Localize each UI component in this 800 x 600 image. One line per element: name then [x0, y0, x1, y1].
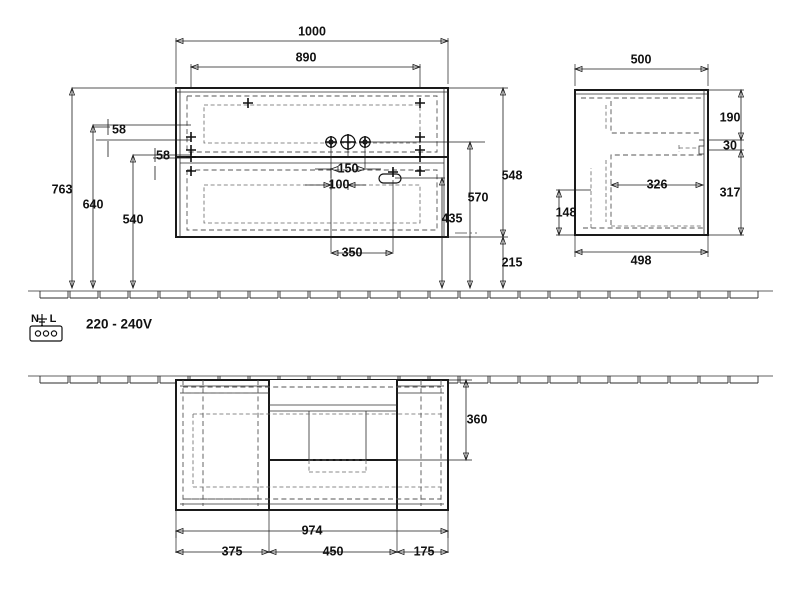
dim-plan-right-175: 175 [414, 544, 435, 558]
front-plumbing-symbols [325, 134, 402, 184]
dim-right-435: 435 [442, 211, 463, 225]
side-elevation-group: 500 498 190 30 317 326 [556, 52, 745, 267]
side-right-dimensions: 190 30 317 [708, 88, 745, 237]
socket-body [29, 325, 63, 342]
dim-inner-offset-326: 326 [647, 177, 668, 191]
side-foot-dimension: 148 [556, 188, 591, 237]
front-top-dimensions: 1000 890 [174, 24, 450, 88]
dim-height-540: 540 [123, 212, 144, 226]
dim-foot-offset-148: 148 [556, 205, 577, 219]
plan-outer-boundary [175, 380, 449, 511]
plan-basin-recess [268, 380, 398, 461]
plan-left-drawer-hidden [192, 413, 253, 488]
upper-floor-line [28, 290, 773, 299]
earth-icon [37, 314, 47, 326]
side-rail-notch [698, 139, 705, 155]
front-center-dimensions: 150 100 350 [305, 148, 395, 259]
dim-waste-offset-350: 350 [342, 245, 363, 259]
side-top-dimension: 500 [573, 52, 710, 86]
lower-floor-line [28, 375, 773, 384]
socket-pin-1 [34, 330, 42, 337]
dim-tap-spacing-150: 150 [338, 161, 359, 175]
front-body-outline [175, 87, 449, 238]
plan-inner-side-hidden [202, 380, 422, 506]
plan-center-rails [269, 404, 397, 412]
front-right-dimensions: 548 570 435 215 [370, 86, 523, 290]
dim-total-height: 763 [52, 182, 73, 196]
dim-plan-left-375: 375 [222, 544, 243, 558]
front-fixing-crosses [186, 98, 425, 177]
socket-pin-3 [50, 330, 58, 337]
plan-depth-dimension: 360 [397, 378, 488, 462]
dim-plan-depth-360: 360 [467, 412, 488, 426]
dim-right-215: 215 [502, 255, 523, 269]
dim-offset-58-upper: 58 [112, 122, 126, 136]
water-supply-left-icon [325, 136, 337, 148]
dim-inner-width: 890 [296, 50, 317, 64]
dim-plan-center-450: 450 [323, 544, 344, 558]
socket-outlet-icon [378, 173, 402, 184]
front-carcass-sides [179, 88, 445, 237]
dim-plan-overall-974: 974 [302, 523, 323, 537]
dim-overall-width: 1000 [298, 24, 326, 38]
side-inner-dimension: 326 [609, 177, 705, 191]
side-bottom-dimension: 498 [573, 235, 710, 267]
dim-height-640: 640 [83, 197, 104, 211]
plan-right-block [396, 379, 449, 511]
plan-segment-dimensions: 375 450 175 [174, 510, 450, 558]
plan-width-dimension: 974 [174, 510, 450, 538]
side-rail-hidden [678, 145, 699, 152]
front-elevation-group: 1000 890 763 640 540 [52, 24, 523, 290]
side-body-outline [574, 89, 709, 236]
dim-tap-offset-100: 100 [329, 177, 350, 191]
front-upper-drawer-hidden [186, 95, 438, 153]
dim-upper-height-190: 190 [720, 110, 741, 124]
plan-view-group: 360 974 375 450 175 [174, 378, 488, 558]
side-lower-bracket-hidden [610, 154, 703, 225]
side-carcass-edges [575, 90, 708, 235]
plan-basin-base-hidden [308, 459, 367, 473]
socket-pin-2 [42, 330, 50, 337]
voltage-label: 220 - 240V [86, 317, 152, 332]
dim-lower-height-317: 317 [720, 185, 741, 199]
plan-basin-dividers [308, 411, 367, 460]
plan-left-block [175, 379, 270, 511]
dim-right-548: 548 [502, 168, 523, 182]
front-lower-drawer-hidden [186, 169, 438, 231]
plan-left-box-hidden [186, 392, 258, 500]
dim-overall-depth: 500 [631, 52, 652, 66]
dim-right-570: 570 [468, 190, 489, 204]
dim-offset-58-lower: 58 [156, 148, 170, 162]
neutral-label: N [31, 313, 39, 325]
plan-top-rails [180, 385, 444, 394]
electrical-supply-symbol: N L 220 - 240V [29, 313, 152, 342]
dim-gap-30: 30 [723, 138, 737, 152]
live-label: L [50, 313, 57, 325]
front-left-dimensions: 763 640 540 58 58 [52, 86, 191, 290]
plan-drawer-runner-hidden [253, 413, 443, 488]
plan-side-hidden [182, 380, 442, 506]
dim-inner-depth: 498 [631, 253, 652, 267]
front-upper-drawer-inner-hidden [203, 104, 421, 144]
side-upper-bracket-hidden [610, 101, 701, 134]
